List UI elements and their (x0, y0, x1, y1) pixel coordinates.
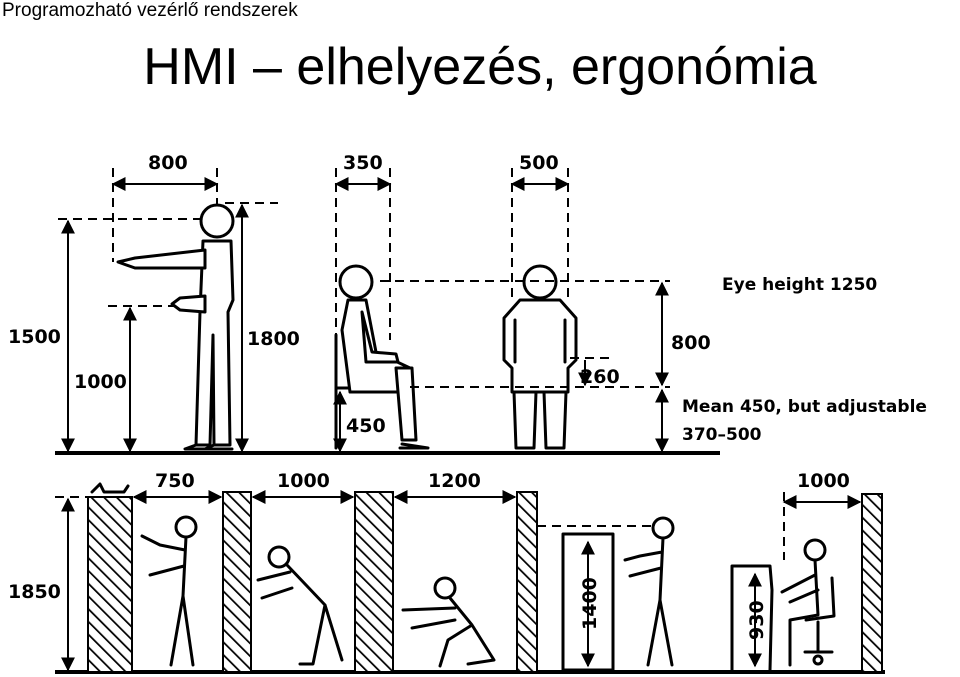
label-eye-800: 800 (671, 332, 711, 354)
label-gap-1000-desk: 1000 (797, 470, 850, 492)
standing-dimensions (58, 168, 278, 453)
label-reach-800: 800 (148, 152, 188, 174)
label-gap-750: 750 (155, 470, 195, 492)
note-seat-mean: Mean 450, but adjustable (682, 397, 927, 417)
label-width-350: 350 (343, 152, 383, 174)
label-elbow-1000: 1000 (74, 371, 127, 393)
figure-standing-panel (623, 516, 675, 667)
label-gap-1000: 1000 (277, 470, 330, 492)
control-panel-1400 (561, 532, 615, 672)
note-eye-height: Eye height 1250 (722, 275, 877, 295)
label-width-500: 500 (519, 152, 559, 174)
figure-crouching (401, 576, 496, 668)
bottom-dimensions (55, 490, 862, 672)
figure-reaching-wall (140, 515, 198, 667)
slide-title: HMI – elhelyezés, ergonómia (143, 38, 817, 96)
sitting-front-dimensions (380, 168, 670, 453)
label-wall-1850: 1850 (8, 581, 61, 603)
desk-930 (730, 564, 774, 672)
note-seat-range: 370–500 (682, 425, 762, 445)
standing-person (116, 203, 235, 451)
label-height-1500: 1500 (8, 326, 61, 348)
label-desk-930: 930 (746, 600, 768, 640)
label-seat-450: 450 (346, 415, 386, 437)
figure-leaning (256, 545, 344, 666)
label-elbow-260: 260 (580, 366, 620, 388)
sitting-side-dimensions (333, 168, 392, 453)
wall-top-device (90, 482, 130, 494)
label-gap-1200: 1200 (428, 470, 481, 492)
label-panel-1400: 1400 (579, 577, 601, 630)
hatched-walls (87, 491, 883, 673)
course-header: Programozható vezérlő rendszerek (2, 0, 298, 21)
figure-seated-desk (780, 538, 836, 667)
label-height-1800: 1800 (247, 328, 300, 350)
sitting-person-front (502, 264, 578, 450)
